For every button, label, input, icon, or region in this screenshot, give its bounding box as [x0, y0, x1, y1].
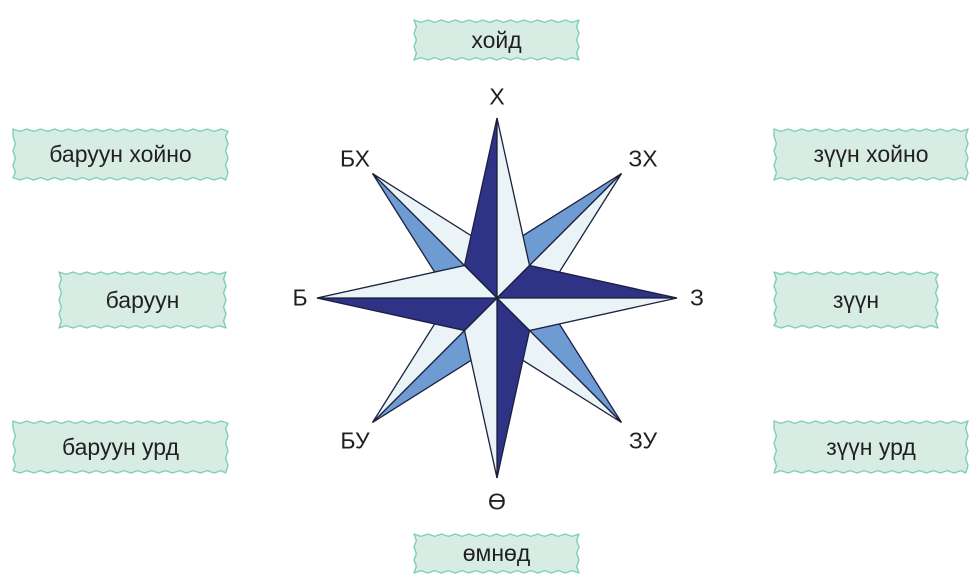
- label-box-border: [12, 128, 229, 181]
- label-southwest: баруун урд: [62, 433, 179, 460]
- abbr-northwest: БХ: [340, 145, 370, 172]
- label-east: зүүн: [832, 286, 880, 313]
- label-northeast: зүүн хойно: [813, 141, 929, 167]
- ray-south-ccw-half: [496, 296, 531, 479]
- ray-west-cw-half: [316, 264, 499, 299]
- label-box-northwest: баруун хойно: [10, 126, 231, 183]
- label-northwest: баруун хойно: [49, 141, 192, 167]
- abbr-northeast: ЗХ: [628, 145, 658, 172]
- ray-west-ccw-half: [316, 297, 499, 332]
- label-box-east: зүүн: [771, 269, 941, 331]
- label-box-border: [58, 271, 227, 329]
- label-box-southwest: баруун урд: [10, 418, 231, 476]
- label-box-border: [413, 19, 580, 61]
- abbr-west: Б: [292, 284, 308, 311]
- abbr-southwest: БУ: [340, 427, 370, 454]
- label-box-northeast: зүүн хойно: [771, 126, 971, 183]
- label-box-north: хойд: [411, 17, 582, 63]
- label-north: хойд: [471, 26, 522, 53]
- abbr-southeast: ЗУ: [628, 427, 658, 454]
- label-west: баруун: [105, 286, 180, 313]
- label-box-border: [413, 533, 580, 574]
- abbr-north: Х: [489, 83, 505, 110]
- label-box-border: [773, 420, 969, 474]
- label-box-border: [773, 271, 939, 329]
- label-south: өмнөд: [462, 540, 531, 566]
- abbr-south: Ө: [488, 488, 506, 515]
- abbr-east: З: [690, 284, 704, 311]
- label-box-border: [773, 128, 969, 181]
- label-southeast: зүүн урд: [826, 433, 916, 460]
- label-box-border: [12, 420, 229, 474]
- label-box-south: өмнөд: [411, 531, 582, 576]
- label-box-west: баруун: [56, 269, 229, 331]
- label-box-southeast: зүүн урд: [771, 418, 971, 476]
- ray-east-ccw-half: [495, 264, 678, 299]
